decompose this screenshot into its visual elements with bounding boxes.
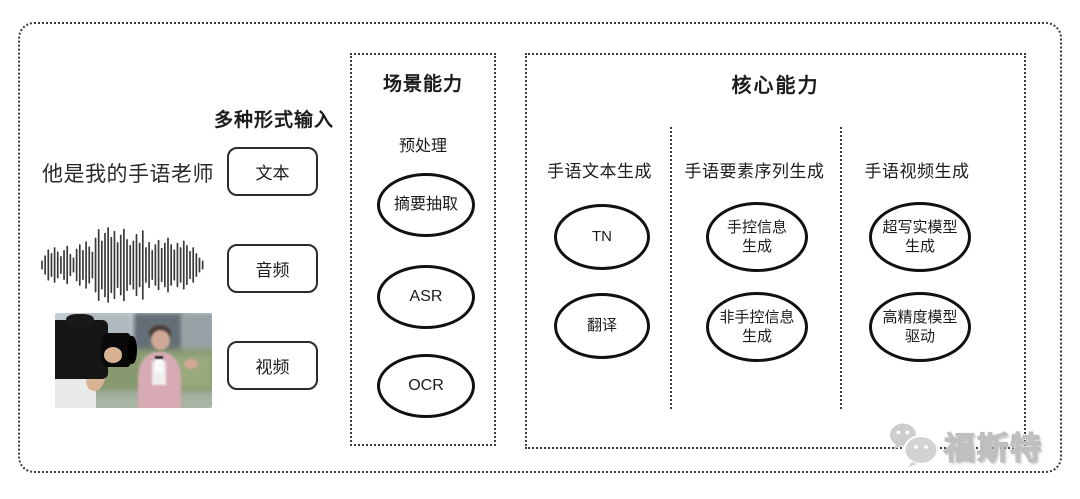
- wechat-icon: [890, 423, 939, 467]
- column-header-element-sequence-generation: 手语要素序列生成: [684, 162, 825, 181]
- core-node-translation: 翻译: [554, 293, 650, 359]
- thumb-photographer-hand: [103, 347, 123, 364]
- input-type-box-video: 视频: [227, 341, 318, 390]
- thumb-building-light: [180, 313, 212, 351]
- input-type-label: 视频: [255, 358, 290, 377]
- core-capability-panel: 核心能力 手语文本生成 手语要素序列生成 手语视频生成 TN 翻译 手控信息 生…: [525, 53, 1026, 449]
- watermark-text: 福斯特: [943, 430, 1043, 466]
- watermark: 福斯特: [888, 421, 1043, 469]
- sample-sentence-text: 他是我的手语老师: [42, 163, 214, 186]
- thumb-microphone: [155, 355, 164, 373]
- scene-node-asr: ASR: [377, 265, 475, 329]
- thumb-camera-top: [65, 313, 95, 328]
- core-node-tn: TN: [554, 204, 650, 270]
- core-node-hyperreal-model-generation: 超写实模型 生成: [869, 202, 971, 272]
- input-type-box-audio: 音频: [227, 244, 318, 293]
- scene-node-ocr: OCR: [377, 354, 475, 418]
- core-node-high-precision-model-driving: 高精度模型 驱动: [869, 292, 971, 362]
- column-divider: [670, 127, 672, 409]
- core-node-manual-info-generation: 手控信息 生成: [706, 202, 808, 272]
- input-type-label: 音频: [255, 261, 290, 280]
- thumb-camera-lens-ring: [127, 335, 137, 365]
- preprocess-label: 预处理: [398, 138, 447, 155]
- audio-waveform-illustration: [41, 227, 204, 303]
- scene-capability-panel: 场景能力 预处理 摘要抽取 ASR OCR: [350, 53, 496, 446]
- scene-panel-title: 场景能力: [382, 74, 463, 95]
- input-type-box-text: 文本: [227, 147, 318, 196]
- column-divider: [840, 127, 842, 409]
- figure-outer-frame: [18, 22, 1062, 473]
- scene-node-summary-extraction: 摘要抽取: [377, 173, 475, 237]
- input-type-label: 文本: [255, 164, 290, 183]
- core-panel-title: 核心能力: [731, 75, 820, 97]
- column-header-video-generation: 手语视频生成: [864, 162, 970, 181]
- core-node-non-manual-info-generation: 非手控信息 生成: [706, 292, 808, 362]
- video-thumbnail: [55, 313, 212, 408]
- input-panel-title: 多种形式输入: [213, 110, 334, 131]
- thumb-camera-body: [55, 319, 109, 379]
- thumb-reporter-hand: [183, 358, 198, 370]
- column-header-text-generation: 手语文本生成: [547, 162, 652, 181]
- thumb-reporter-head: [150, 330, 170, 351]
